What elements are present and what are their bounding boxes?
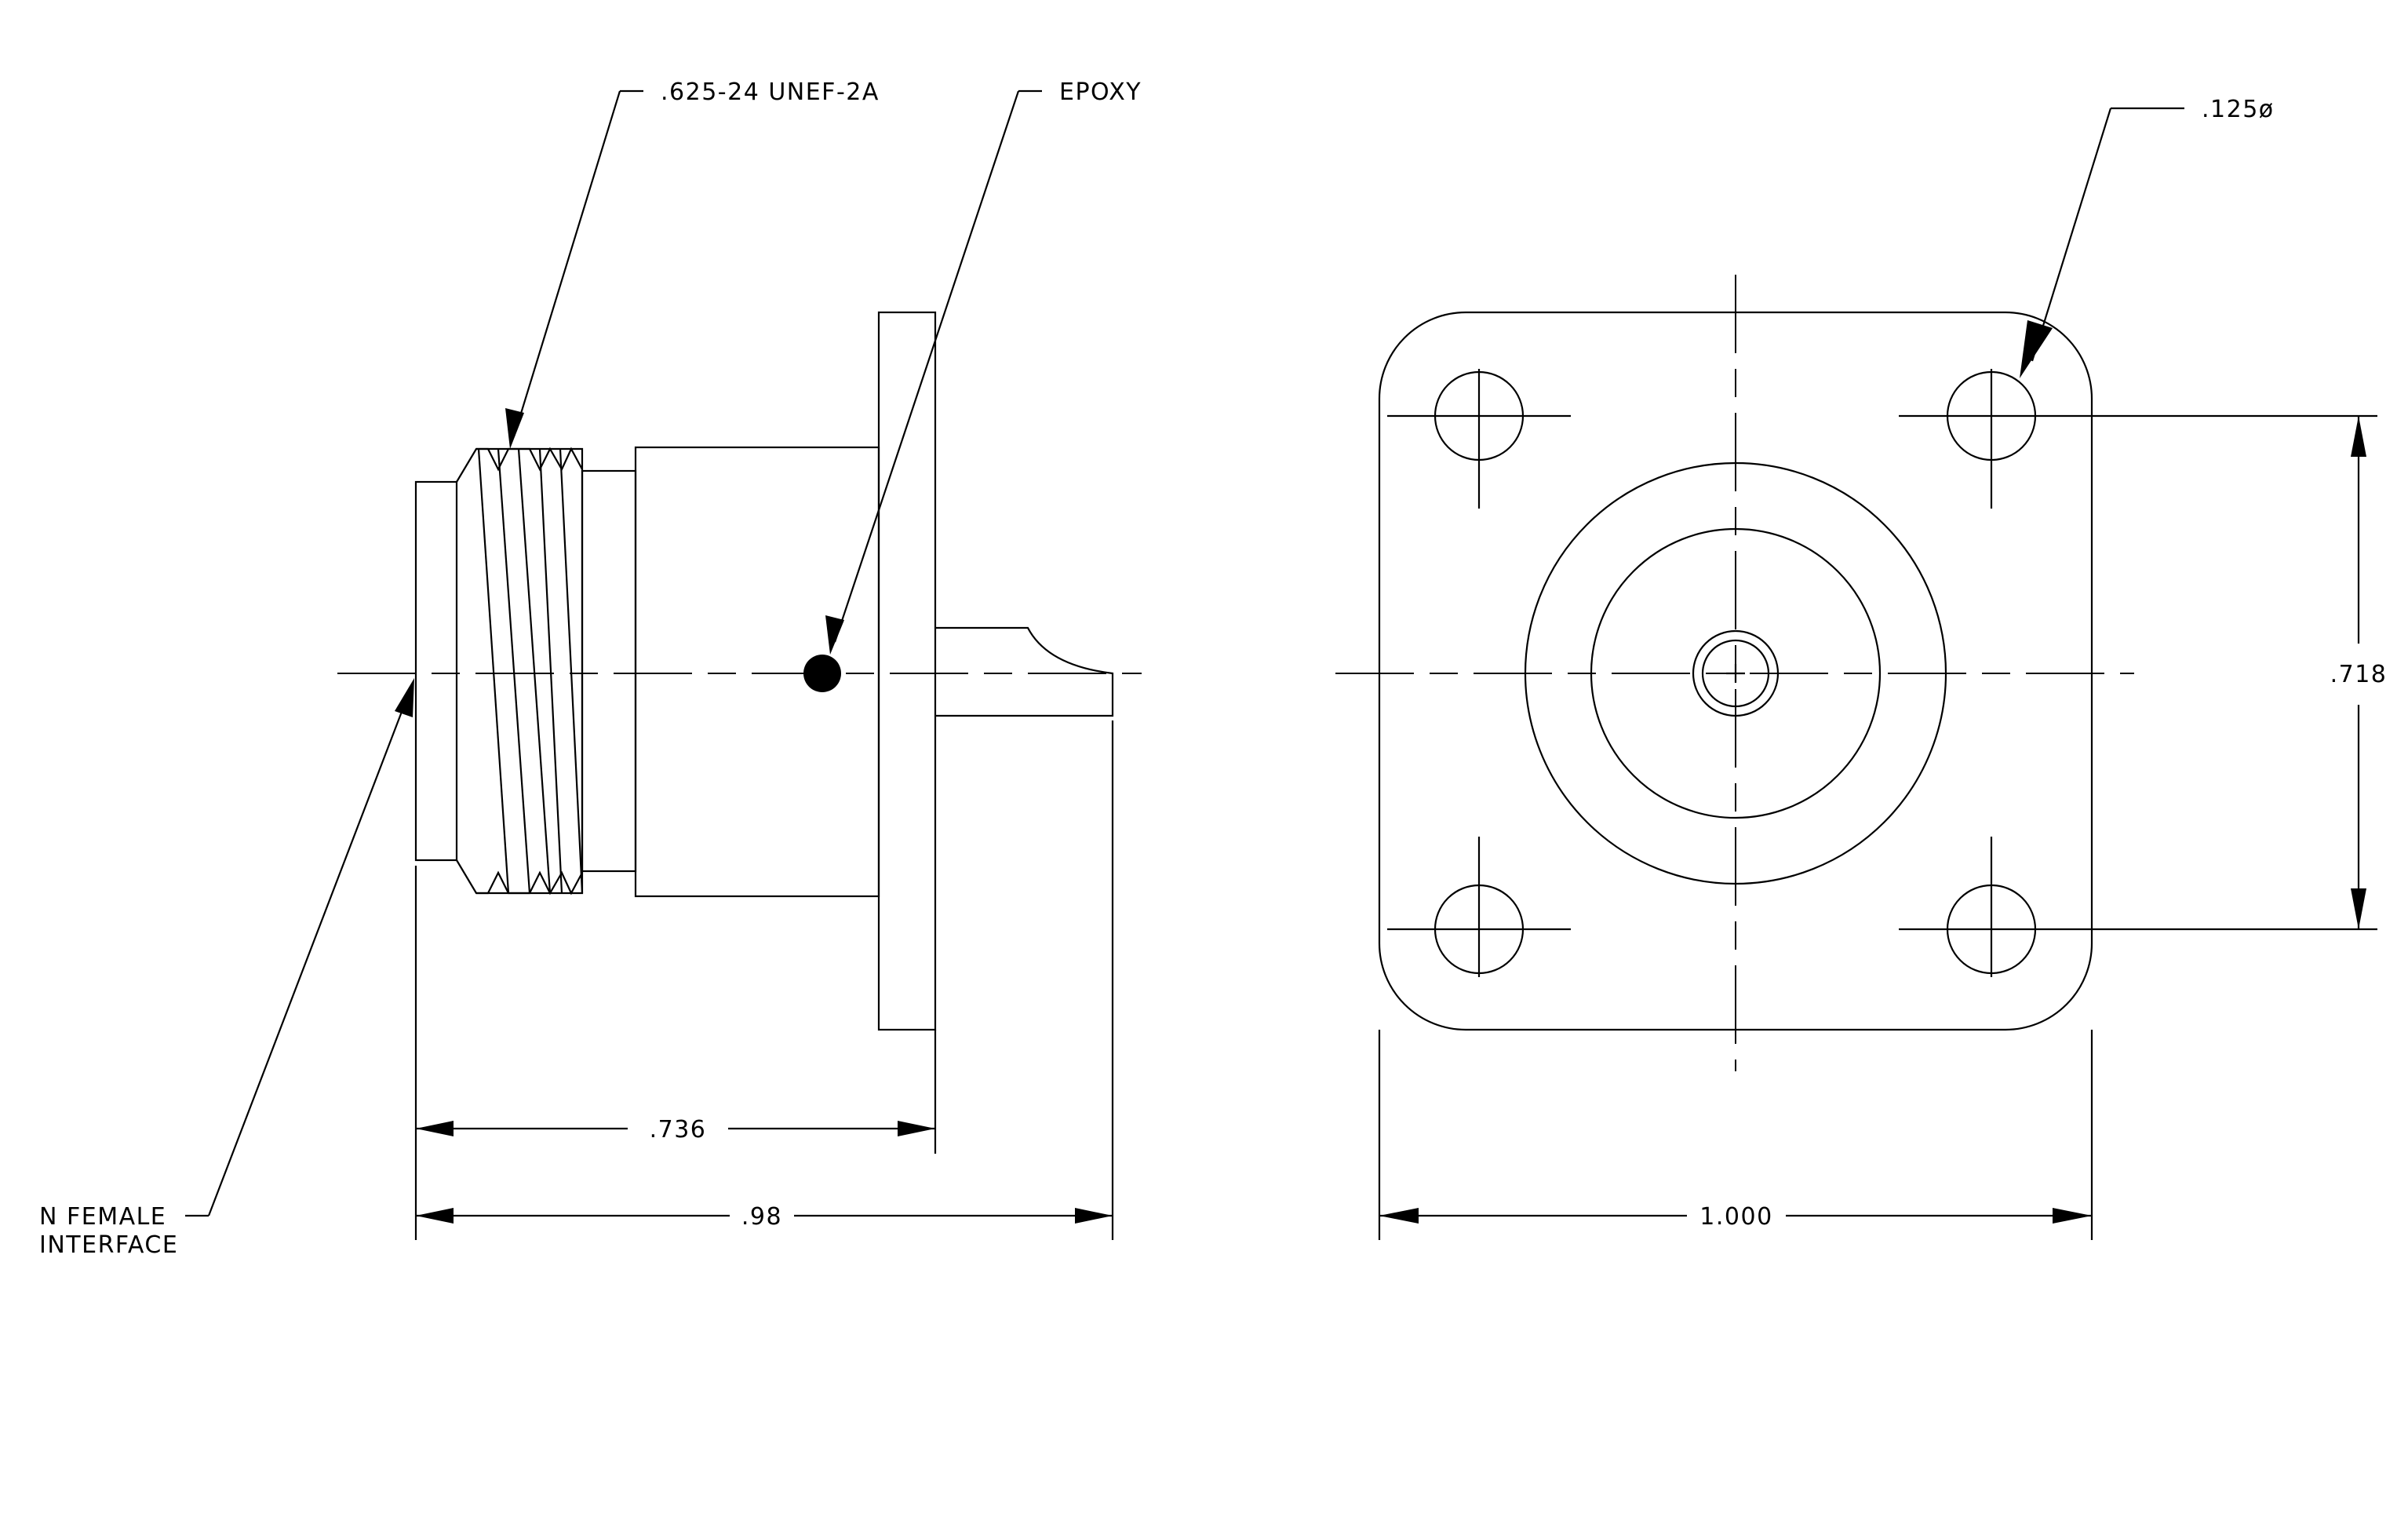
mounting-hole-bottom-right [1899, 837, 2377, 977]
interface-label-line1: N FEMALE [39, 1203, 166, 1231]
inner-body-circle [1590, 527, 1882, 819]
main-body [634, 446, 880, 898]
front-collar [414, 480, 458, 862]
rear-solder-tab [935, 626, 1114, 717]
mounting-hole-bottom-left [1387, 837, 1571, 977]
interface-callout: N FEMALE INTERFACE [39, 678, 414, 1259]
thread-section [456, 447, 584, 895]
interface-label-line2: INTERFACE [39, 1231, 178, 1259]
center-contact-circle [1701, 639, 1770, 708]
dimension-hole-spacing: .718 [2330, 416, 2388, 929]
mounting-hole-top-left [1387, 369, 1571, 509]
outer-body-circle [1524, 461, 1947, 885]
side-view: .736 .98 .625-24 UNEF-2A EPOXY [39, 78, 1142, 1259]
dim-736-label: .736 [650, 1116, 707, 1143]
dielectric-circle [1692, 629, 1780, 717]
thread-callout: .625-24 UNEF-2A [505, 78, 880, 449]
dimension-flange-depth: .736 [416, 1116, 935, 1143]
epoxy-label: EPOXY [1059, 78, 1142, 106]
dimension-overall-length: .98 [416, 1203, 1113, 1231]
dimension-flange-width: 1.000 [1378, 1030, 2093, 1240]
mounting-hole-top-right [1899, 369, 2377, 509]
dim-1000-label: 1.000 [1699, 1203, 1772, 1231]
hole-diameter-label: .125ø [2202, 96, 2275, 123]
hole-callout: .125ø [2020, 96, 2275, 378]
thread-spec-label: .625-24 UNEF-2A [661, 78, 880, 106]
mounting-flange [877, 311, 937, 1031]
front-view: .125ø .718 1.000 [1335, 96, 2388, 1240]
dim-718-label: .718 [2330, 661, 2388, 688]
epoxy-dot [803, 655, 841, 692]
dim-98-label: .98 [741, 1203, 782, 1231]
epoxy-callout: EPOXY [825, 78, 1142, 655]
body-neck [581, 469, 637, 873]
